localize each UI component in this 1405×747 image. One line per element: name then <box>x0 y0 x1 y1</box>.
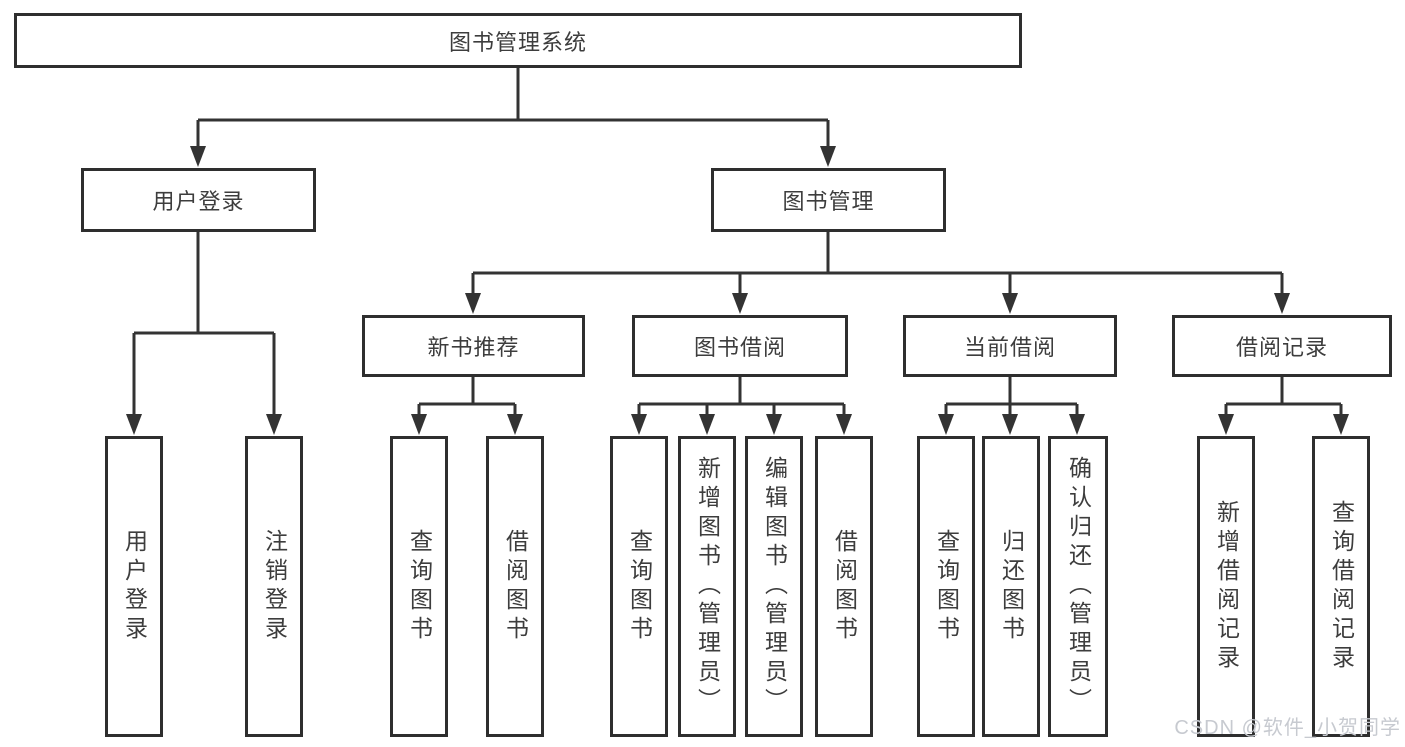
leaf-confirm-return: 确认归还（管理员） <box>1048 436 1108 737</box>
leaf-add-borrow-record-label: 新增借阅记录 <box>1213 499 1240 674</box>
node-user-login: 用户登录 <box>81 168 316 232</box>
leaf-user-login: 用户登录 <box>105 436 163 737</box>
node-borrow-records-label: 借阅记录 <box>1235 335 1328 360</box>
node-current-borrow: 当前借阅 <box>903 315 1117 377</box>
leaf-borrow-add-book: 新增图书（管理员） <box>678 436 736 737</box>
leaf-newbook-borrow-label: 借阅图书 <box>502 528 529 645</box>
node-book-management-label: 图书管理 <box>782 189 875 214</box>
leaf-borrow-search: 查询图书 <box>610 436 668 737</box>
leaf-add-borrow-record: 新增借阅记录 <box>1197 436 1255 737</box>
leaf-return-book-label: 归还图书 <box>998 528 1025 645</box>
leaf-return-book: 归还图书 <box>982 436 1040 737</box>
node-book-borrow-label: 图书借阅 <box>693 335 786 360</box>
node-book-borrow: 图书借阅 <box>632 315 848 377</box>
leaf-logout: 注销登录 <box>245 436 303 737</box>
leaf-borrow-book: 借阅图书 <box>815 436 873 737</box>
leaf-borrow-add-book-label: 新增图书（管理员） <box>694 456 721 717</box>
node-new-book-recommend: 新书推荐 <box>362 315 585 377</box>
node-current-borrow-label: 当前借阅 <box>963 335 1056 360</box>
leaf-user-login-label: 用户登录 <box>121 528 148 645</box>
leaf-newbook-search: 查询图书 <box>390 436 448 737</box>
leaf-search-borrow-record: 查询借阅记录 <box>1312 436 1370 737</box>
leaf-borrow-book-label: 借阅图书 <box>831 528 858 645</box>
leaf-borrow-edit-book: 编辑图书（管理员） <box>745 436 803 737</box>
node-book-management: 图书管理 <box>711 168 946 232</box>
leaf-newbook-search-label: 查询图书 <box>406 528 433 645</box>
leaf-borrow-edit-book-label: 编辑图书（管理员） <box>761 456 788 717</box>
leaf-borrow-search-label: 查询图书 <box>626 528 653 645</box>
node-new-book-recommend-label: 新书推荐 <box>427 335 520 360</box>
node-borrow-records: 借阅记录 <box>1172 315 1392 377</box>
csdn-watermark: CSDN @软件_小贺同学 <box>1174 717 1401 739</box>
node-user-login-label: 用户登录 <box>152 189 245 214</box>
node-root: 图书管理系统 <box>14 13 1022 68</box>
leaf-current-search: 查询图书 <box>917 436 975 737</box>
node-root-label: 图书管理系统 <box>448 29 587 55</box>
leaf-logout-label: 注销登录 <box>261 528 288 645</box>
leaf-confirm-return-label: 确认归还（管理员） <box>1065 456 1092 717</box>
leaf-search-borrow-record-label: 查询借阅记录 <box>1328 499 1355 674</box>
leaf-current-search-label: 查询图书 <box>933 528 960 645</box>
leaf-newbook-borrow: 借阅图书 <box>486 436 544 737</box>
